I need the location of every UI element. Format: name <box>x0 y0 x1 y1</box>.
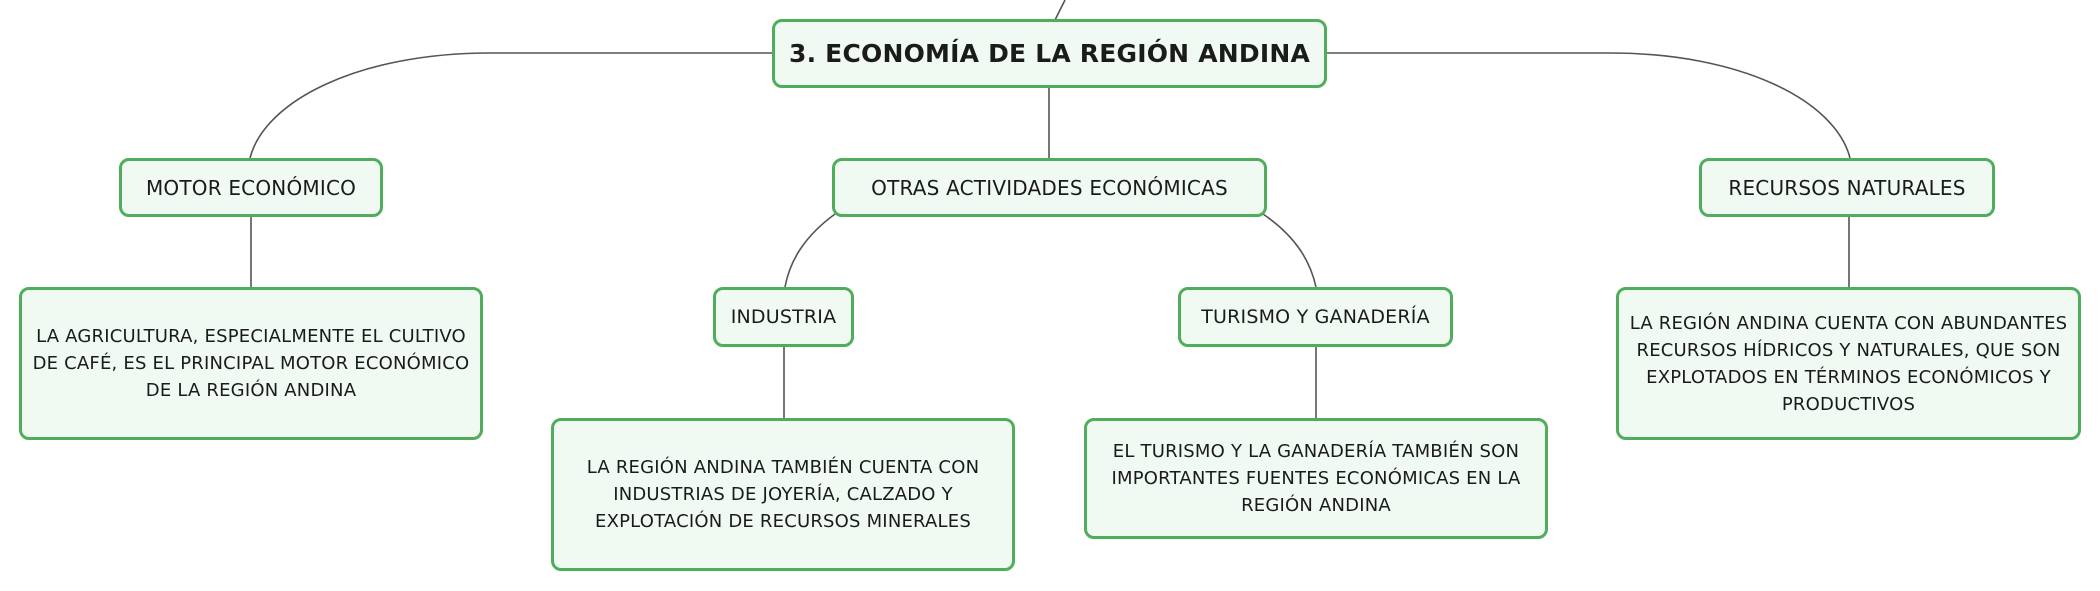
subtopic-turismo-ganaderia-label: TURISMO Y GANADERÍA <box>1201 306 1430 328</box>
root-topic-title: 3. ECONOMÍA DE LA REGIÓN ANDINA <box>788 39 1311 68</box>
subtopic-turismo-ganaderia[interactable]: TURISMO Y GANADERÍA <box>1178 287 1453 347</box>
topic-motor-economico[interactable]: MOTOR ECONÓMICO <box>119 158 383 217</box>
connector-root-to-motor <box>249 52 772 159</box>
connector-root-to-recursos <box>1327 52 1851 159</box>
subtopic-industria-label: INDUSTRIA <box>730 306 837 328</box>
topic-recursos-naturales[interactable]: RECURSOS NATURALES <box>1699 158 1995 217</box>
subtopic-turismo-description[interactable]: EL TURISMO Y LA GANADERÍA TAMBIÉN SON IM… <box>1084 418 1548 539</box>
topic-motor-economico-label: MOTOR ECONÓMICO <box>145 175 357 200</box>
root-topic[interactable]: 3. ECONOMÍA DE LA REGIÓN ANDINA <box>772 19 1327 88</box>
topic-otras-actividades-label: OTRAS ACTIVIDADES ECONÓMICAS <box>871 175 1228 200</box>
subtopic-recursos-description-text: LA REGIÓN ANDINA CUENTA CON ABUNDANTES R… <box>1629 312 2068 415</box>
subtopic-industria-description[interactable]: LA REGIÓN ANDINA TAMBIÉN CUENTA CON INDU… <box>551 418 1015 571</box>
subtopic-industria[interactable]: INDUSTRIA <box>713 287 854 347</box>
subtopic-turismo-description-text: EL TURISMO Y LA GANADERÍA TAMBIÉN SON IM… <box>1111 441 1521 516</box>
subtopic-motor-description[interactable]: LA AGRICULTURA, ESPECIALMENTE EL CULTIVO… <box>19 287 483 440</box>
connector-otras-to-turismo <box>1262 213 1317 288</box>
subtopic-motor-description-text: LA AGRICULTURA, ESPECIALMENTE EL CULTIVO… <box>32 326 470 401</box>
connector-root-to-parent <box>1054 0 1066 21</box>
subtopic-recursos-description[interactable]: LA REGIÓN ANDINA CUENTA CON ABUNDANTES R… <box>1616 287 2081 440</box>
topic-otras-actividades[interactable]: OTRAS ACTIVIDADES ECONÓMICAS <box>832 158 1267 217</box>
topic-recursos-naturales-label: RECURSOS NATURALES <box>1728 175 1966 200</box>
connector-otras-to-industria <box>784 213 836 288</box>
subtopic-industria-description-text: LA REGIÓN ANDINA TAMBIÉN CUENTA CON INDU… <box>586 457 980 532</box>
